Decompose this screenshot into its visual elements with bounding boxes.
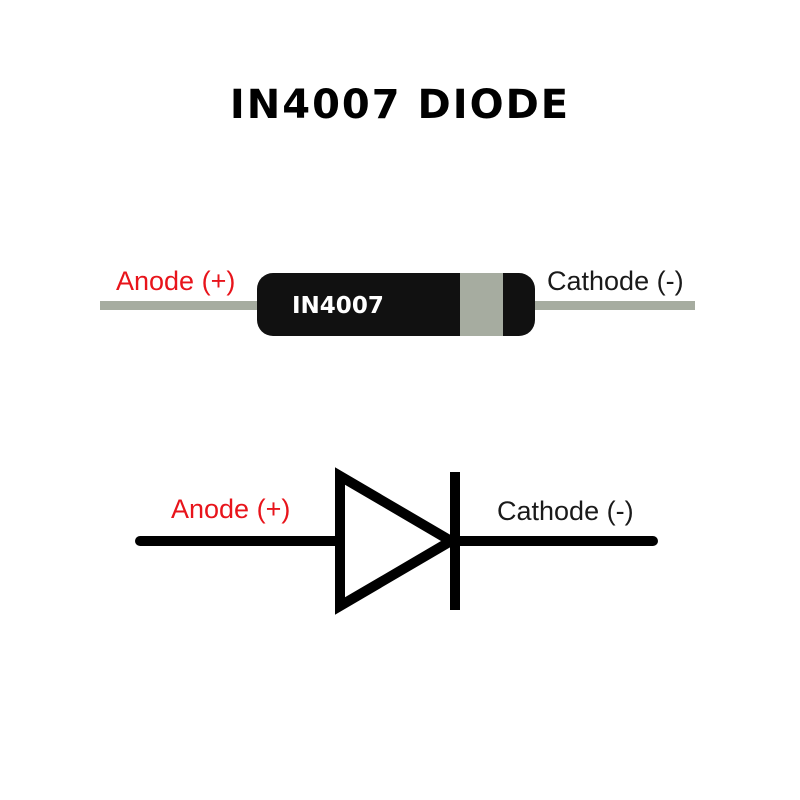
diagram-title: IN4007 DIODE	[229, 82, 571, 128]
symbol-cathode-label: Cathode (-)	[497, 496, 634, 526]
anode-lead	[100, 301, 265, 310]
component-cathode-label: Cathode (-)	[547, 266, 684, 296]
symbol-triangle	[335, 467, 461, 615]
symbol-anode-label: Anode (+)	[171, 494, 290, 524]
diode-symbol: Anode (+) Cathode (-)	[135, 467, 658, 615]
cathode-band	[460, 273, 503, 336]
component-anode-label: Anode (+)	[116, 266, 235, 296]
body-marking: IN4007	[292, 293, 384, 319]
cathode-lead	[530, 301, 695, 310]
diode-component: IN4007 Anode (+) Cathode (-)	[100, 266, 695, 336]
